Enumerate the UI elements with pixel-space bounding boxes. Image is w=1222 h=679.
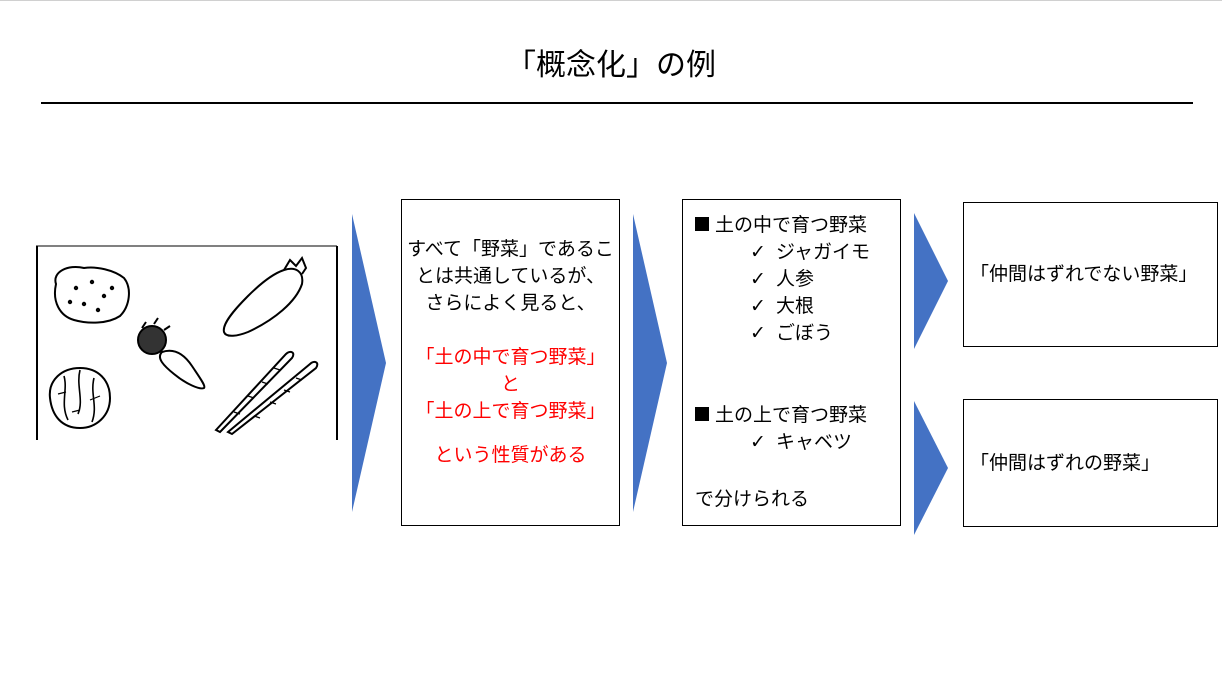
arrow-1: [352, 214, 386, 512]
arrow-2-shape: [633, 214, 667, 512]
list-item: ✓ ジャガイモ: [695, 239, 900, 266]
item-label: ごぼう: [776, 322, 834, 344]
checkmark-icon: ✓: [750, 431, 766, 453]
group1-heading: 土の中で育つ野菜: [695, 212, 900, 239]
cabbage-icon: [48, 366, 112, 430]
top-border: [0, 0, 1222, 1]
arrow-4-shape: [914, 401, 948, 535]
item-label: キャベツ: [776, 431, 853, 453]
arrow-3: [914, 213, 948, 349]
group1-title: 土の中で育つ野菜: [715, 214, 868, 236]
item-label: ジャガイモ: [776, 241, 871, 263]
checkmark-icon: ✓: [750, 268, 766, 290]
category-underground: 「土の中で育つ野菜」: [415, 346, 606, 368]
arrow-2: [633, 214, 667, 512]
observation-line-3: さらによく見ると、: [425, 292, 596, 314]
list-item: ✓ 人参: [695, 266, 900, 293]
group2-heading: 土の上で育つ野菜: [695, 402, 900, 429]
potato-icon: [54, 266, 130, 324]
bullet-square-icon: [695, 407, 709, 421]
carrot-icon: [137, 317, 206, 390]
arrow-3-shape: [914, 213, 948, 349]
classification-box: 土の中で育つ野菜 ✓ ジャガイモ ✓ 人参 ✓ 大根 ✓ ごぼう 土の上で育つ野菜 ✓ キ…: [682, 199, 901, 526]
checkmark-icon: ✓: [750, 295, 766, 317]
vegetables-illustration: [36, 245, 338, 440]
list-item: ✓ 大根: [695, 293, 900, 320]
list-item: ✓ ごぼう: [695, 320, 900, 347]
observation-box: すべて「野菜」であるこ とは共通しているが、 さらによく見ると、 「土の中で育つ…: [401, 199, 620, 526]
property-text: という性質がある: [434, 444, 587, 466]
category-aboveground: 「土の上で育つ野菜」: [415, 400, 606, 422]
odd-one-label: 「仲間はずれの野菜」: [970, 451, 1161, 474]
observation-line-1: すべて「野菜」であるこ: [407, 238, 614, 260]
arrow-4: [914, 401, 948, 535]
list-item: ✓ キャベツ: [695, 429, 900, 456]
not-odd-one-box: 「仲間はずれでない野菜」: [963, 202, 1218, 347]
classification-footer: で分けられる: [695, 488, 810, 510]
group2-title: 土の上で育つ野菜: [715, 404, 868, 426]
item-label: 大根: [776, 295, 815, 317]
arrow-1-shape: [352, 214, 386, 512]
daikon-icon: [222, 255, 308, 337]
odd-one-box: 「仲間はずれの野菜」: [963, 399, 1218, 527]
conjunction-to: と: [500, 373, 520, 395]
bullet-square-icon: [695, 217, 709, 231]
checkmark-icon: ✓: [750, 322, 766, 344]
title-underline: [41, 102, 1193, 104]
item-label: 人参: [776, 268, 815, 290]
observation-line-2: とは共通しているが、: [415, 265, 606, 287]
not-odd-one-label: 「仲間はずれでない野菜」: [970, 263, 1198, 285]
burdock-icon: [214, 350, 319, 436]
slide-title: 「概念化」の例: [506, 48, 716, 83]
checkmark-icon: ✓: [750, 241, 766, 263]
